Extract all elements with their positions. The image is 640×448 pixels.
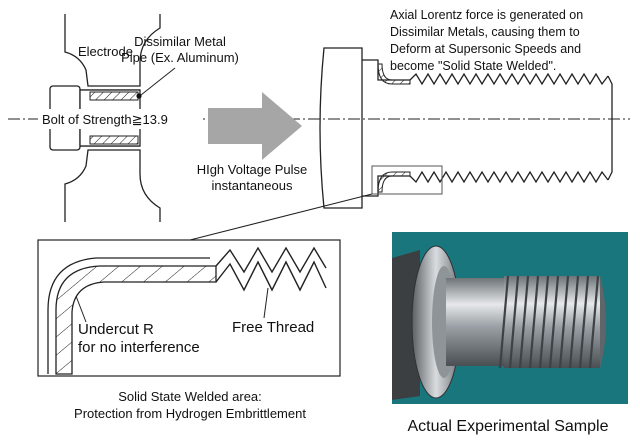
note-line2: Dissimilar Metals, causing them to	[390, 25, 580, 39]
bolt-strength-symbol: ≧	[132, 112, 143, 127]
note-line3: Deform at Supersonic Speeds and	[390, 42, 581, 56]
pulse-label-line2: instantaneous	[212, 178, 293, 193]
note-line1: Axial Lorentz force is generated on	[390, 8, 583, 22]
pipe-leader-line	[140, 67, 176, 96]
thread-top	[409, 72, 609, 86]
electrode-label: Electrode	[78, 44, 133, 59]
detail-drawing	[47, 246, 327, 375]
detail-view-frame	[37, 239, 341, 377]
detail-leader-line	[189, 193, 373, 241]
sample-photo	[392, 232, 628, 404]
process-arrow	[208, 92, 302, 160]
free-thread-label: Free Thread	[232, 319, 314, 336]
pipe-label-line2: Pipe (Ex. Aluminum)	[121, 50, 239, 65]
weld-zone-bottom	[377, 171, 411, 193]
bolt-strength-label: Bolt of Strength≧13.9	[42, 112, 168, 127]
pipe-sleeve	[89, 91, 142, 145]
thread-bottom	[409, 170, 609, 184]
bolt-strength-prefix: Bolt of Strength	[42, 112, 132, 127]
pipe-label-line1: Dissimilar Metal	[134, 34, 226, 49]
pulse-label-line1: HIgh Voltage Pulse	[197, 162, 308, 177]
weld-zone-top	[377, 63, 411, 85]
caption-line1: Solid State Welded area:	[118, 389, 262, 404]
bolt-label-bg	[38, 109, 202, 129]
detail-marker-box	[371, 165, 443, 195]
photo-caption: Actual Experimental Sample	[408, 418, 609, 435]
note-line4: become "Solid State Welded".	[390, 59, 556, 73]
undercut-label-line1: Undercut R	[78, 321, 154, 338]
caption-line2: Protection from Hydrogen Embrittlement	[74, 406, 306, 421]
bolt-strength-value: 13.9	[143, 112, 168, 127]
electrode-shape	[64, 14, 161, 222]
undercut-label-line2: for no interference	[78, 339, 200, 356]
